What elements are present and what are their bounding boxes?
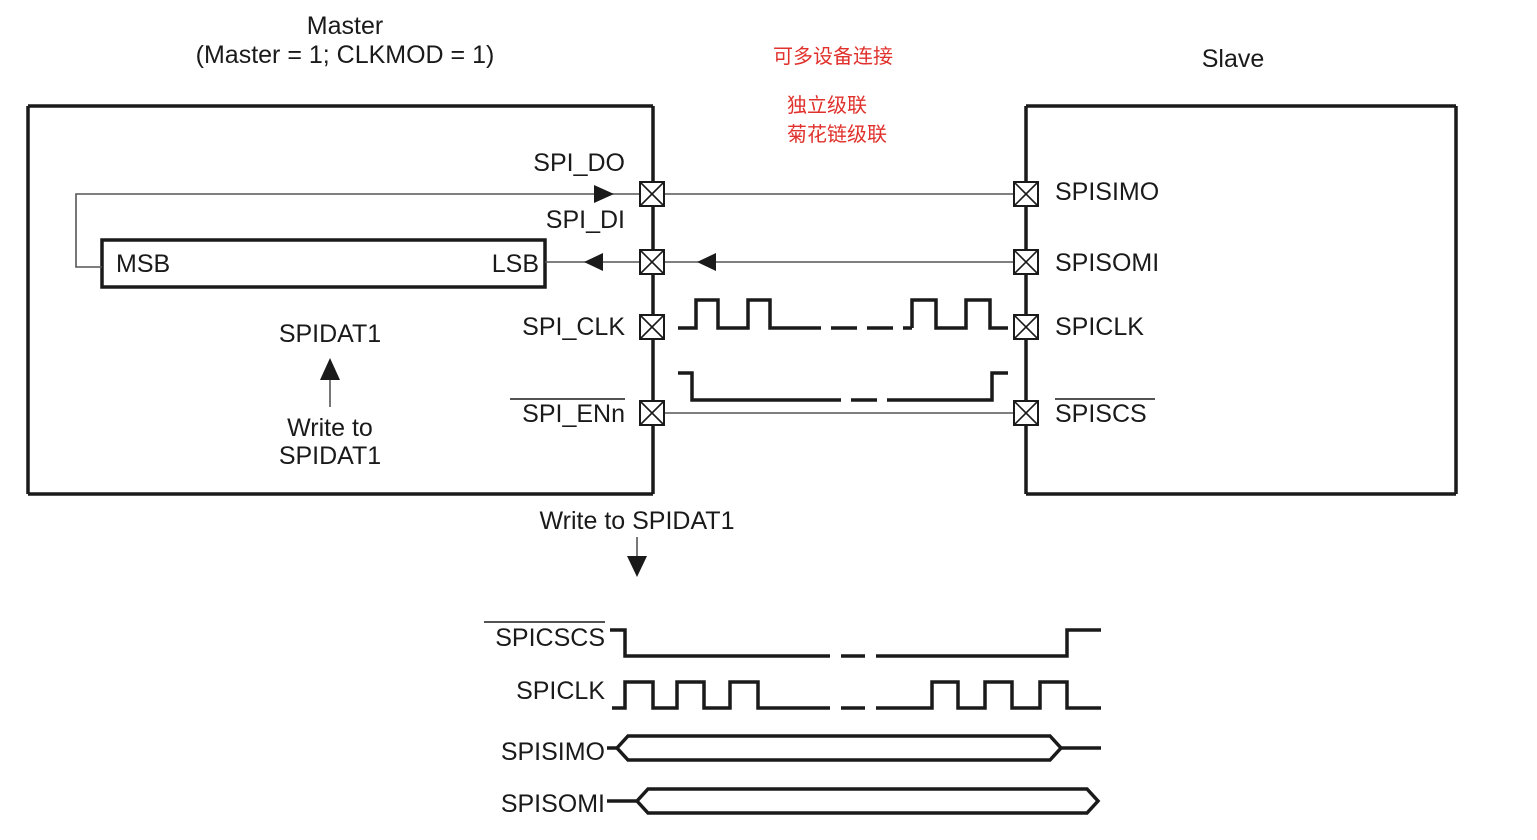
timing-cs-label: SPICSCS [495,624,605,652]
timing-simo-waveform [607,734,1101,762]
note-independent-cascade: 独立级联 [787,93,867,117]
clock-waveform [678,298,1008,330]
pin-spiscs-label: SPISCS [1055,400,1147,428]
connector-spi-clk [639,314,665,340]
timing-simo-label: SPISIMO [501,738,605,766]
timing-clk-waveform [612,680,1101,710]
timing-somi-label: SPISOMI [501,790,605,818]
timing-clk-label: SPICLK [516,677,605,705]
connector-spisimo [1013,181,1039,207]
trigger-label: Write to SPIDAT1 [540,507,735,535]
shift-register [100,238,547,289]
pin-spi-enn-label: SPI_ENn [522,400,625,428]
connector-spiscs [1013,400,1039,426]
note-multi-device: 可多设备连接 [773,44,893,68]
timing-somi-waveform [607,787,1101,815]
pin-spisomi-label: SPISOMI [1055,249,1159,277]
pin-spisimo-label: SPISIMO [1055,178,1159,206]
master-block [26,104,655,496]
connector-spi-enn [639,400,665,426]
register-lsb-label: LSB [492,250,539,278]
pin-spi-do-label: SPI_DO [533,149,625,177]
pin-spi-clk-label: SPI_CLK [522,313,625,341]
register-name-label: SPIDAT1 [279,320,381,348]
register-msb-label: MSB [116,250,170,278]
somi-wire [545,253,1014,271]
timing-cs-waveform [610,628,1101,658]
write-to-label: Write to [287,414,373,442]
write-up-arrow [320,358,340,407]
slave-block [1024,104,1458,496]
master-mode-subtitle: (Master = 1; CLKMOD = 1) [196,41,495,69]
note-daisy-chain: 菊花链级联 [787,122,887,146]
enable-waveform [678,371,1008,402]
slave-title: Slave [1202,45,1265,73]
pin-spiclk-label: SPICLK [1055,313,1144,341]
connector-spi-di [639,249,665,275]
pin-spi-di-label: SPI_DI [546,206,625,234]
trigger-down-arrow [627,537,647,577]
write-to-register-label: SPIDAT1 [279,442,381,470]
do-feedback-path [75,185,640,268]
connector-spiclk [1013,314,1039,340]
connector-spi-do [639,181,665,207]
master-title: Master [307,12,383,40]
connector-spisomi [1013,249,1039,275]
